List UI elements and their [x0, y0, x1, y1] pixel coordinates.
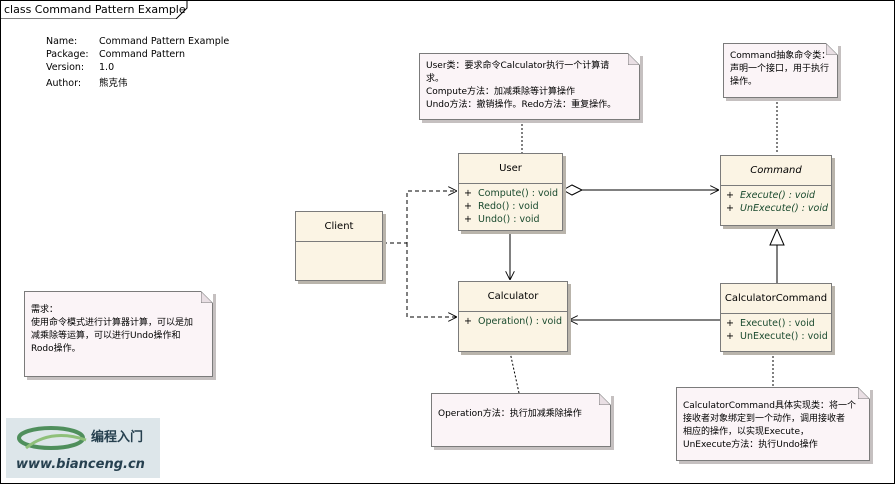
class-command-operation: +Execute() : void	[726, 190, 816, 201]
note-command-line: Command抽象命令类：	[730, 51, 831, 61]
meta-row-version: Version:1.0	[46, 62, 115, 73]
meta-row-name: Name:Command Pattern Example	[46, 36, 230, 47]
note-fold-icon	[858, 387, 870, 399]
note-calc-command-line: CalculatorCommand具体实现类：将一个	[683, 401, 856, 411]
class-calculator-command[interactable]: CalculatorCommand +Execute() : void +UnE…	[720, 283, 832, 352]
class-command-name: Command	[721, 156, 831, 186]
note-calc-command-line: 相应的操作，以实现Execute，	[683, 427, 809, 437]
meta-row-author: Author:熊克伟	[46, 78, 128, 89]
note-user-line: Compute方法：加减乘除等计算操作	[426, 87, 576, 97]
note-requirement-line: 减乘除等运算，可以进行Undo操作和	[31, 331, 181, 341]
class-user-operation: +Redo() : void	[464, 201, 539, 212]
class-command-operation: +UnExecute() : void	[726, 203, 829, 214]
diagram-metadata: Name:Command Pattern Example Package:Com…	[46, 36, 230, 89]
note-fold-icon	[826, 43, 838, 55]
class-client[interactable]: Client	[295, 211, 383, 281]
frame-label: class Command Pattern Example	[4, 3, 186, 16]
note-fold-icon	[201, 291, 213, 303]
client-to-user-dependency	[383, 191, 457, 244]
class-calculator-operation: +Operation() : void	[464, 316, 563, 327]
note-requirement[interactable]: 需求： 使用命令模式进行计算器计算，可以是加 减乘除等运算，可以进行Undo操作…	[24, 291, 213, 377]
note-user-line: User类：要求命令Calculator执行一个计算请	[426, 61, 610, 71]
class-user-operation: +Compute() : void	[464, 188, 559, 199]
note-user-line: 求。	[426, 74, 445, 84]
note-fold-icon	[599, 393, 611, 405]
note-command-line: 操作。	[730, 77, 758, 87]
note-user[interactable]: User类：要求命令Calculator执行一个计算请 求。 Compute方法…	[419, 53, 640, 120]
note-calc-command-line: 接收者对象绑定到一个动作，调用接收者	[683, 414, 846, 424]
site-logo: 编程入门 www.bianceng.cn	[6, 418, 160, 478]
class-calculator-command-operations: +Execute() : void +UnExecute() : void	[721, 314, 831, 344]
client-to-calculator-dependency	[406, 243, 457, 317]
note-command-line: 声明一个接口，用于执行	[730, 64, 830, 74]
class-calculator-command-operation: +UnExecute() : void	[726, 331, 828, 342]
class-command[interactable]: Command +Execute() : void +UnExecute() :…	[720, 155, 832, 226]
note-requirement-line: 使用命令模式进行计算器计算，可以是加	[31, 318, 194, 328]
class-user-name: User	[459, 154, 562, 184]
class-command-operations: +Execute() : void +UnExecute() : void	[721, 186, 831, 216]
note-calc-command-line: UnExecute方法：执行Undo操作	[683, 440, 818, 450]
note-user-line: Undo方法：撤销操作。Redo方法：重复操作。	[426, 100, 617, 110]
note-command[interactable]: Command抽象命令类： 声明一个接口，用于执行 操作。	[723, 43, 838, 98]
class-user-operations: +Compute() : void +Redo() : void +Undo()…	[459, 184, 562, 227]
class-calculator-command-operation: +Execute() : void	[726, 318, 815, 329]
note-requirement-line: Rodo操作。	[31, 344, 81, 354]
logo-url: www.bianceng.cn	[16, 457, 145, 472]
note-operation[interactable]: Operation方法：执行加减乘除操作	[431, 393, 611, 447]
class-client-name: Client	[296, 212, 382, 242]
class-user[interactable]: User +Compute() : void +Redo() : void +U…	[458, 153, 563, 231]
anchor-operation-note	[509, 351, 520, 394]
logo-title: 编程入门	[91, 430, 144, 445]
class-user-operation: +Undo() : void	[464, 214, 540, 225]
class-calculator[interactable]: Calculator +Operation() : void	[458, 281, 568, 352]
aggregation-diamond	[561, 184, 584, 196]
logo-swoosh-icon	[17, 426, 87, 450]
class-calculator-name: Calculator	[459, 282, 567, 312]
generalization-triangle	[769, 227, 785, 246]
frame-tab	[0, 0, 188, 19]
class-calculator-operations: +Operation() : void	[459, 312, 567, 329]
class-calculator-command-name: CalculatorCommand	[721, 284, 831, 314]
meta-row-package: Package:Command Pattern	[46, 49, 186, 60]
note-fold-icon	[628, 53, 640, 65]
note-calculator-command[interactable]: CalculatorCommand具体实现类：将一个 接收者对象绑定到一个动作，…	[676, 387, 870, 461]
note-requirement-line: 需求：	[31, 305, 59, 315]
note-operation-line: Operation方法：执行加减乘除操作	[438, 409, 582, 419]
